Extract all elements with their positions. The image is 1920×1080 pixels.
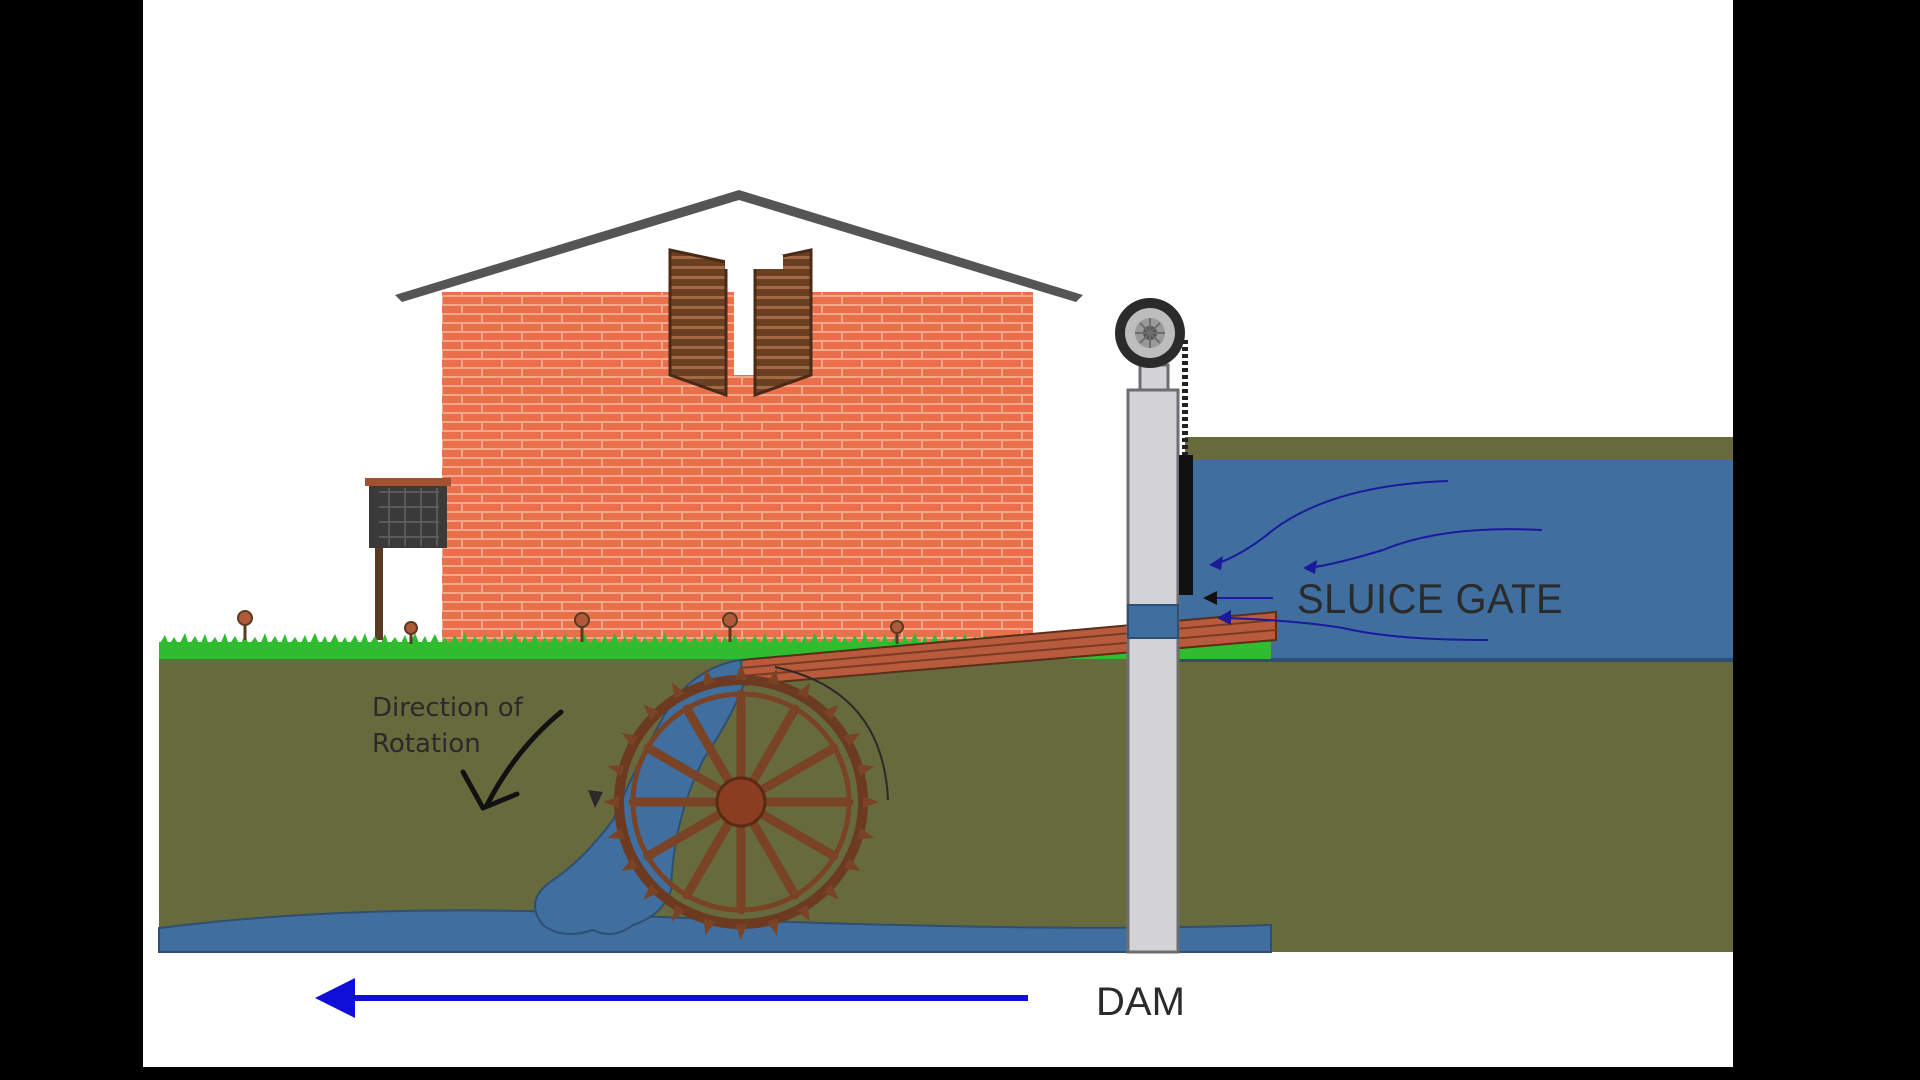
- waterwheel: [603, 664, 879, 940]
- window-shutter-left: [668, 248, 728, 398]
- rotation-arrowhead: [588, 790, 603, 808]
- reservoir-bank: [1185, 437, 1733, 462]
- rotation-arc: [774, 666, 889, 801]
- sluice-pillar: [1126, 388, 1180, 954]
- flower: [574, 612, 590, 642]
- diagram-canvas: [158, 190, 1733, 1018]
- flow-arrows: [1212, 480, 1543, 641]
- downstream-flow-arrow: [315, 978, 1028, 1018]
- window-shutter-right: [753, 248, 813, 398]
- lamp-post: [375, 548, 383, 640]
- flow-arrowheads: [1203, 556, 1317, 625]
- flower: [890, 620, 904, 644]
- direction-arrow: [460, 709, 564, 811]
- watermill-diagram: Direction of Rotation SLUICE GATE DAM: [143, 0, 1733, 1067]
- pulley-wheel: [1115, 298, 1185, 368]
- flower: [722, 612, 738, 642]
- rotation-label: Direction of Rotation: [372, 693, 523, 759]
- sluice-opening: [1127, 604, 1179, 639]
- ground: [159, 655, 1733, 952]
- sluice-gate-label: SLUICE GATE: [1297, 575, 1564, 622]
- flower: [237, 610, 253, 640]
- sluice-gate-board: [1179, 455, 1193, 595]
- dam-label: DAM: [1096, 980, 1185, 1024]
- flower: [404, 621, 418, 644]
